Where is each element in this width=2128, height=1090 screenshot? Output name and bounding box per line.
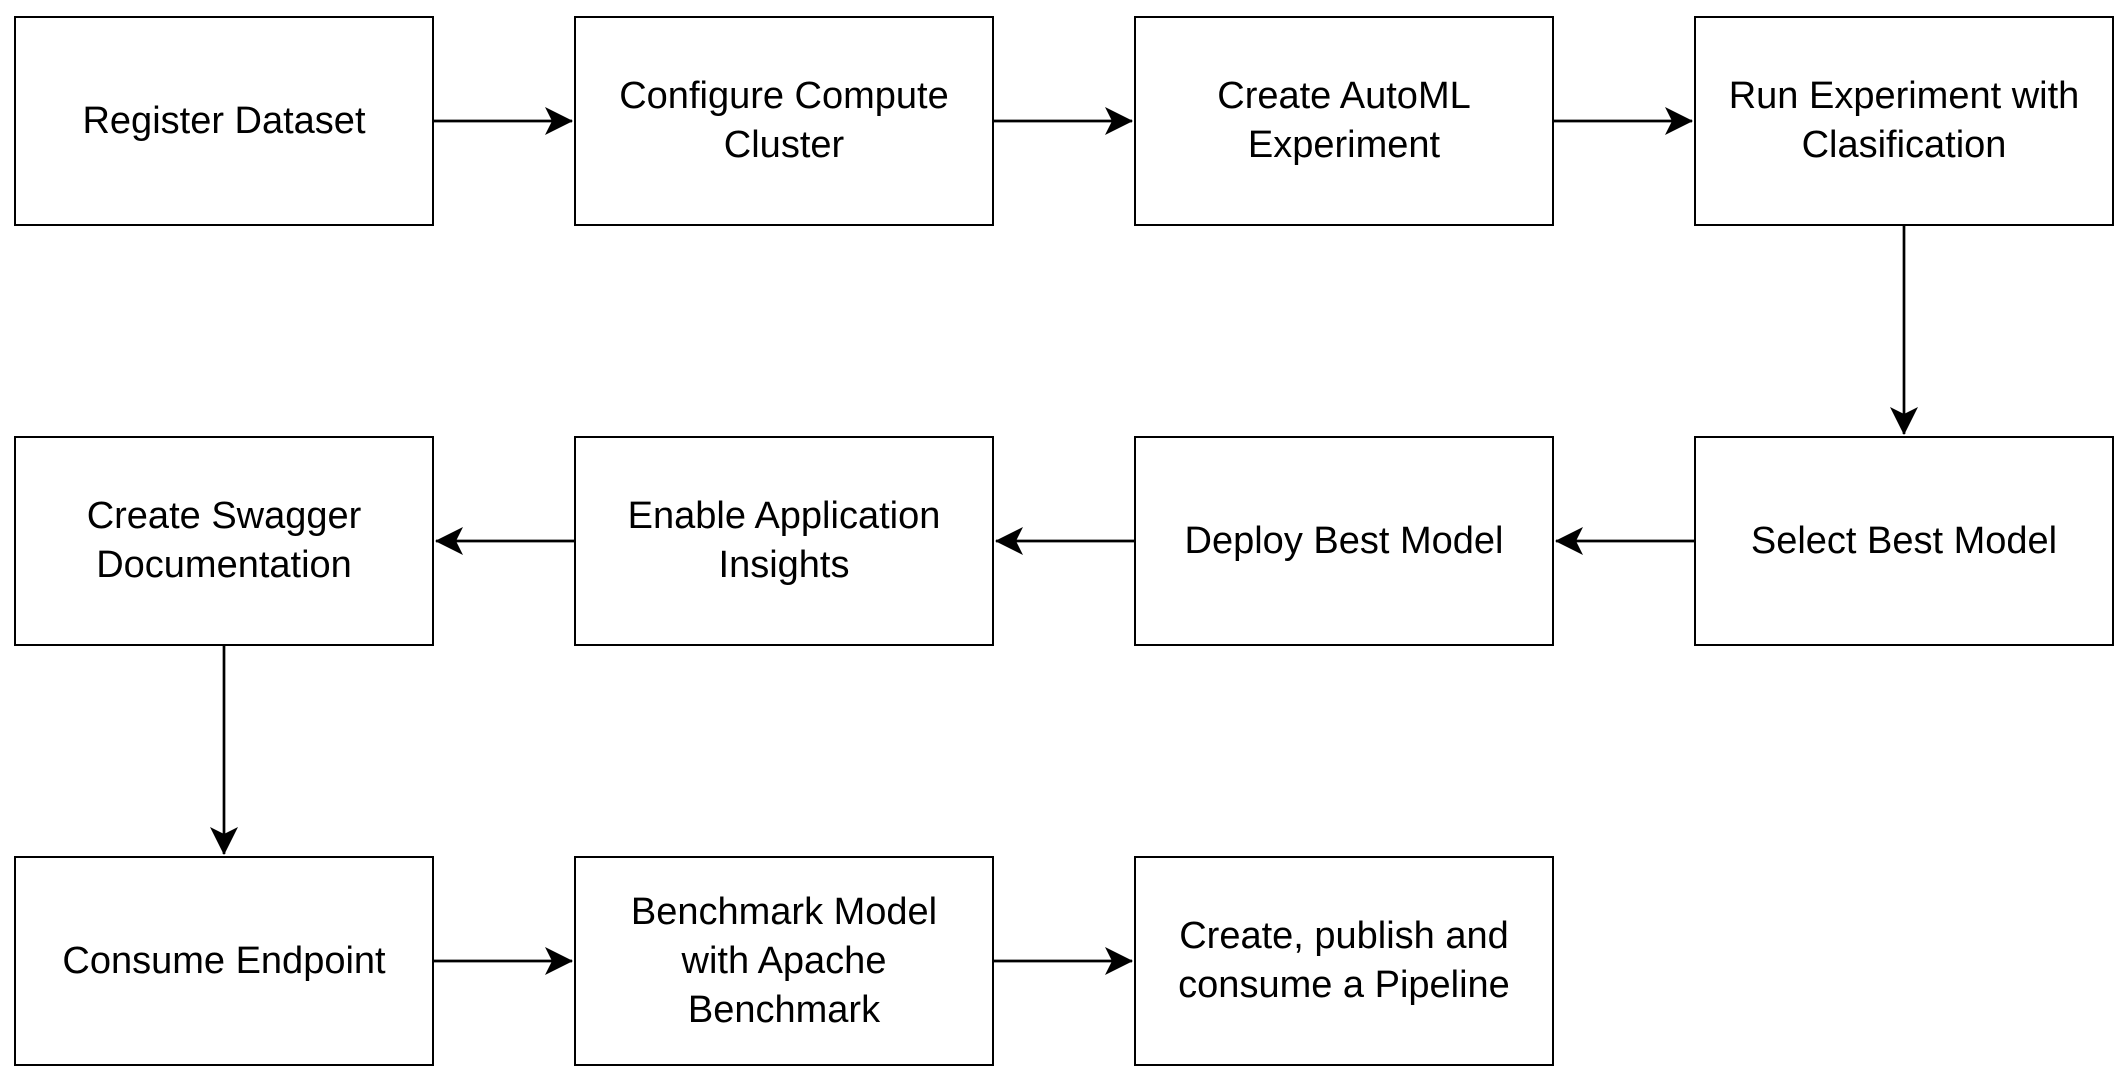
node-label: Create AutoML Experiment bbox=[1217, 75, 1471, 166]
node-label: Create Swagger Documentation bbox=[86, 495, 362, 586]
node-deploy-best-model: Deploy Best Model bbox=[1134, 436, 1554, 646]
node-enable-application-insights: Enable Application Insights bbox=[574, 436, 994, 646]
node-label: Enable Application Insights bbox=[627, 495, 941, 586]
node-label: Select Best Model bbox=[1750, 519, 2058, 562]
node-label: Deploy Best Model bbox=[1184, 519, 1504, 562]
node-create-swagger-documentation: Create Swagger Documentation bbox=[14, 436, 434, 646]
node-label: Consume Endpoint bbox=[62, 939, 386, 982]
node-label: Create, publish and consume a Pipeline bbox=[1178, 915, 1510, 1006]
node-create-automl-experiment: Create AutoML Experiment bbox=[1134, 16, 1554, 226]
node-benchmark-model: Benchmark Model with Apache Benchmark bbox=[574, 856, 994, 1066]
node-label: Configure Compute Cluster bbox=[619, 75, 949, 166]
node-label: Run Experiment with Clasification bbox=[1728, 75, 2080, 166]
node-create-publish-pipeline: Create, publish and consume a Pipeline bbox=[1134, 856, 1554, 1066]
node-consume-endpoint: Consume Endpoint bbox=[14, 856, 434, 1066]
node-select-best-model: Select Best Model bbox=[1694, 436, 2114, 646]
node-configure-compute-cluster: Configure Compute Cluster bbox=[574, 16, 994, 226]
node-label: Register Dataset bbox=[82, 99, 366, 142]
node-register-dataset: Register Dataset bbox=[14, 16, 434, 226]
node-label: Benchmark Model with Apache Benchmark bbox=[630, 890, 938, 1031]
node-run-experiment: Run Experiment with Clasification bbox=[1694, 16, 2114, 226]
